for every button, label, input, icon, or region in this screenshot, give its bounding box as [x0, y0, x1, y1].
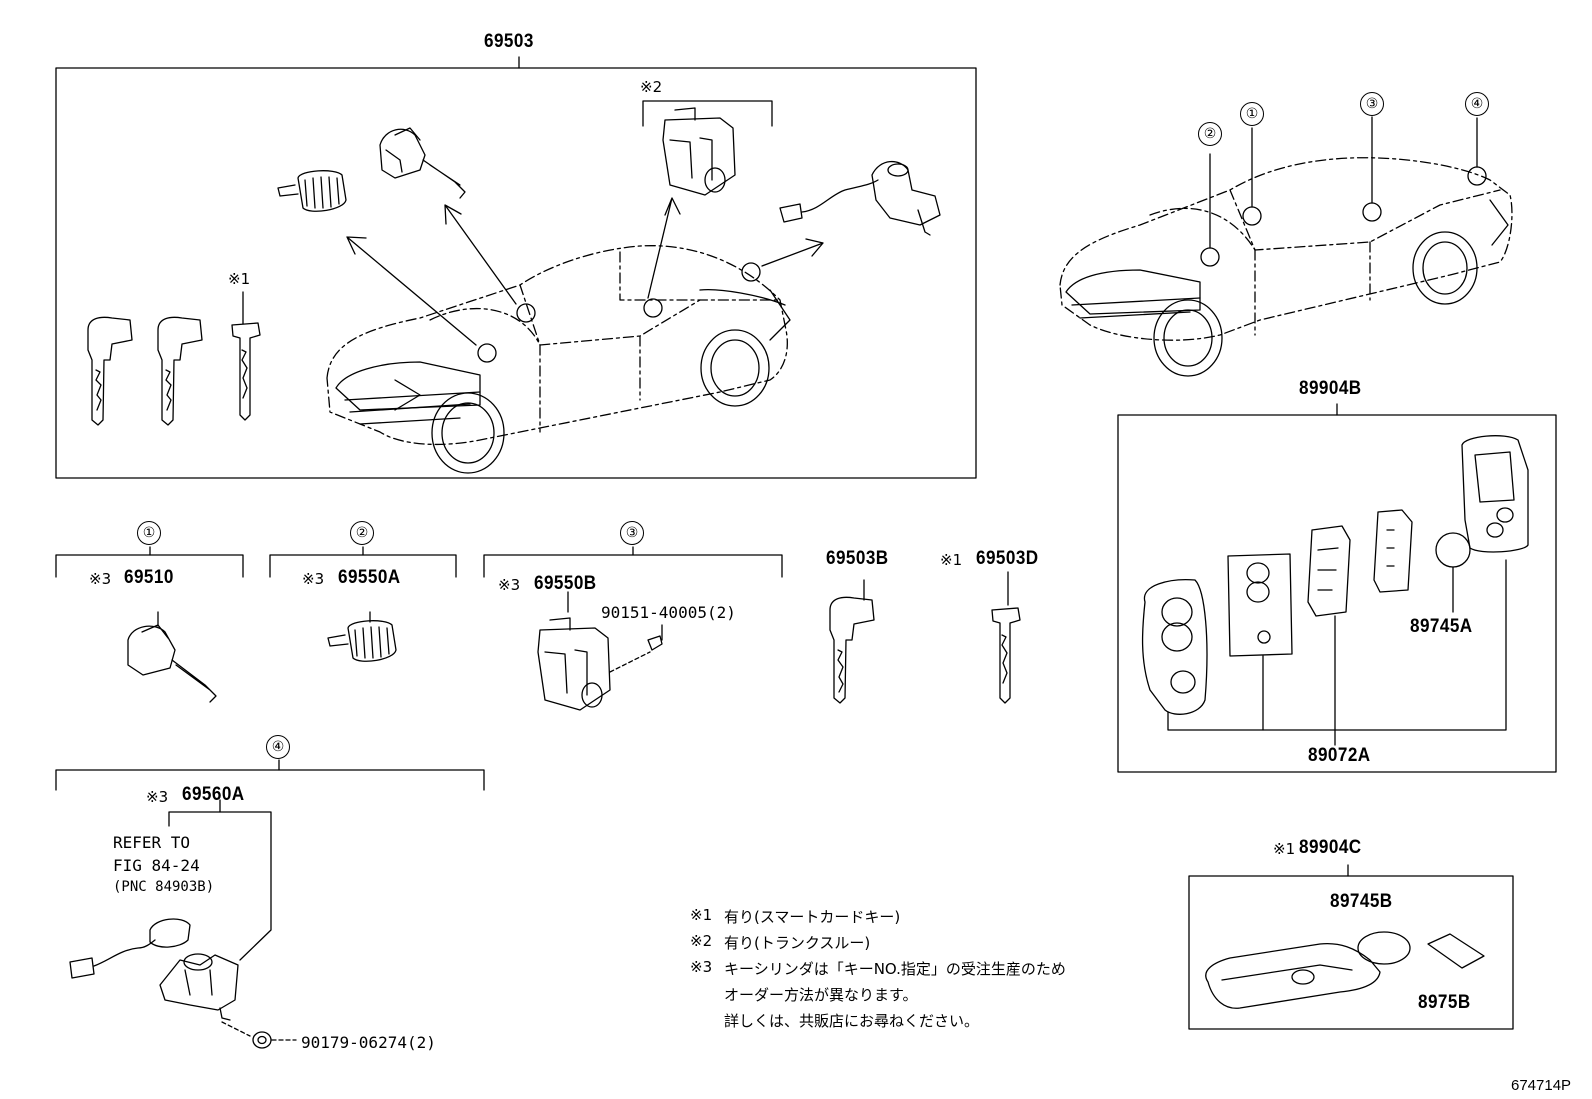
- mark-1-top: ※1: [228, 270, 251, 288]
- callout-3-section: ③: [620, 521, 644, 545]
- mark-2-top: ※2: [640, 78, 663, 96]
- refer-line-1: REFER TO: [113, 833, 191, 852]
- smart-key-69503B: [829, 579, 875, 704]
- battery-89745A: [1435, 532, 1471, 568]
- label-group-69503: 69503: [484, 31, 534, 52]
- refer-line-3: (PNC 84903B): [113, 879, 215, 895]
- callout-3-locator: ③: [1360, 92, 1384, 116]
- footnote-1-text: 有り(スマートカードキー): [724, 908, 901, 926]
- card-key-case: [1461, 435, 1529, 553]
- car-main-solid-parts: [335, 289, 791, 474]
- refer-line-2: FIG 84-24: [113, 856, 200, 875]
- location-markers-locator: [1200, 116, 1487, 267]
- car-illustration-main: [326, 245, 788, 446]
- remote-case: [1227, 553, 1293, 657]
- trunk-lock-part-top: [779, 160, 941, 236]
- trunk-cylinder-69550B: [537, 591, 663, 711]
- car-locator-solid-parts: [1065, 199, 1509, 377]
- footnote-2-text: 有り(トランクスルー): [724, 934, 871, 952]
- label-89745A: 89745A: [1410, 616, 1473, 637]
- footnote-3-cont-1: オーダー方法が異なります。: [724, 986, 918, 1004]
- footnote-3-text: キーシリンダは「キーNO.指定」の受注生産のため: [724, 960, 1066, 978]
- door-cylinder-69550A: [327, 611, 397, 662]
- callout-4-section: ④: [266, 735, 290, 759]
- group-box-89904B: [1117, 403, 1557, 773]
- cylinder-part-top: [277, 170, 347, 212]
- ignition-switch-part-top: [379, 127, 466, 199]
- section4-leaders: [168, 799, 272, 961]
- card-key-89904C: [1205, 942, 1381, 1009]
- footnote-1-mark: ※1: [690, 906, 713, 924]
- card-key-top: [231, 322, 261, 421]
- trunk-switch-part-top: [662, 107, 736, 196]
- nut-90179: [252, 1031, 297, 1049]
- footnote-3-cont-2: 詳しくは、共販店にお尋ねください。: [724, 1012, 980, 1030]
- callout-1-locator: ①: [1240, 102, 1264, 126]
- group-box-69503: [55, 56, 977, 479]
- mark-3-s1: ※3: [89, 570, 112, 588]
- label-group-89904C: 89904C: [1299, 837, 1362, 858]
- section-brackets: [55, 546, 783, 791]
- callout-2-section: ②: [350, 521, 374, 545]
- callout-2-locator: ②: [1198, 122, 1222, 146]
- sheet-8975B: [1427, 933, 1485, 969]
- label-69503B: 69503B: [826, 548, 889, 569]
- label-89072A: 89072A: [1308, 745, 1371, 766]
- battery-89745B: [1357, 931, 1411, 965]
- footnote-2-mark: ※2: [690, 932, 713, 950]
- card-module: [1373, 509, 1413, 593]
- trunk-lock-69560A: [69, 918, 251, 1037]
- location-markers-main: [477, 262, 761, 363]
- smart-key-top-2: [157, 316, 203, 426]
- leader-lines-89072A: [1167, 559, 1507, 746]
- mark-3-s2: ※3: [302, 570, 325, 588]
- label-8975B: 8975B: [1418, 992, 1471, 1013]
- callout-4-locator: ④: [1465, 92, 1489, 116]
- footnote-3-mark: ※3: [690, 958, 713, 976]
- figure-number: 674714P: [1511, 1077, 1572, 1094]
- callout-1-section: ①: [137, 521, 161, 545]
- label-bolt-90151: 90151-40005(2): [601, 603, 736, 622]
- mark-3-s4: ※3: [146, 788, 169, 806]
- circuit-board: [1307, 525, 1351, 617]
- label-69503D: 69503D: [976, 548, 1039, 569]
- pointer-arrows: [346, 197, 824, 346]
- ignition-cylinder-69510: [127, 611, 217, 703]
- label-group-89904B: 89904B: [1299, 378, 1362, 399]
- label-69510: 69510: [124, 567, 174, 588]
- mark-3-s3: ※3: [498, 576, 521, 594]
- bracket-mark2: [642, 100, 773, 127]
- label-nut-90179: 90179-06274(2): [301, 1033, 436, 1052]
- label-69550B: 69550B: [534, 573, 597, 594]
- remote-key-fob: [1141, 579, 1208, 715]
- smart-key-top-1: [87, 316, 133, 426]
- card-key-69503D: [991, 571, 1021, 704]
- car-illustration-locator: [1059, 157, 1513, 341]
- label-69560A: 69560A: [182, 784, 245, 805]
- label-69550A: 69550A: [338, 567, 401, 588]
- group-box-89904C: [1188, 864, 1514, 1030]
- mark-89904C: ※1: [1273, 840, 1296, 858]
- label-89745B: 89745B: [1330, 891, 1393, 912]
- mark-1-key: ※1: [940, 551, 963, 569]
